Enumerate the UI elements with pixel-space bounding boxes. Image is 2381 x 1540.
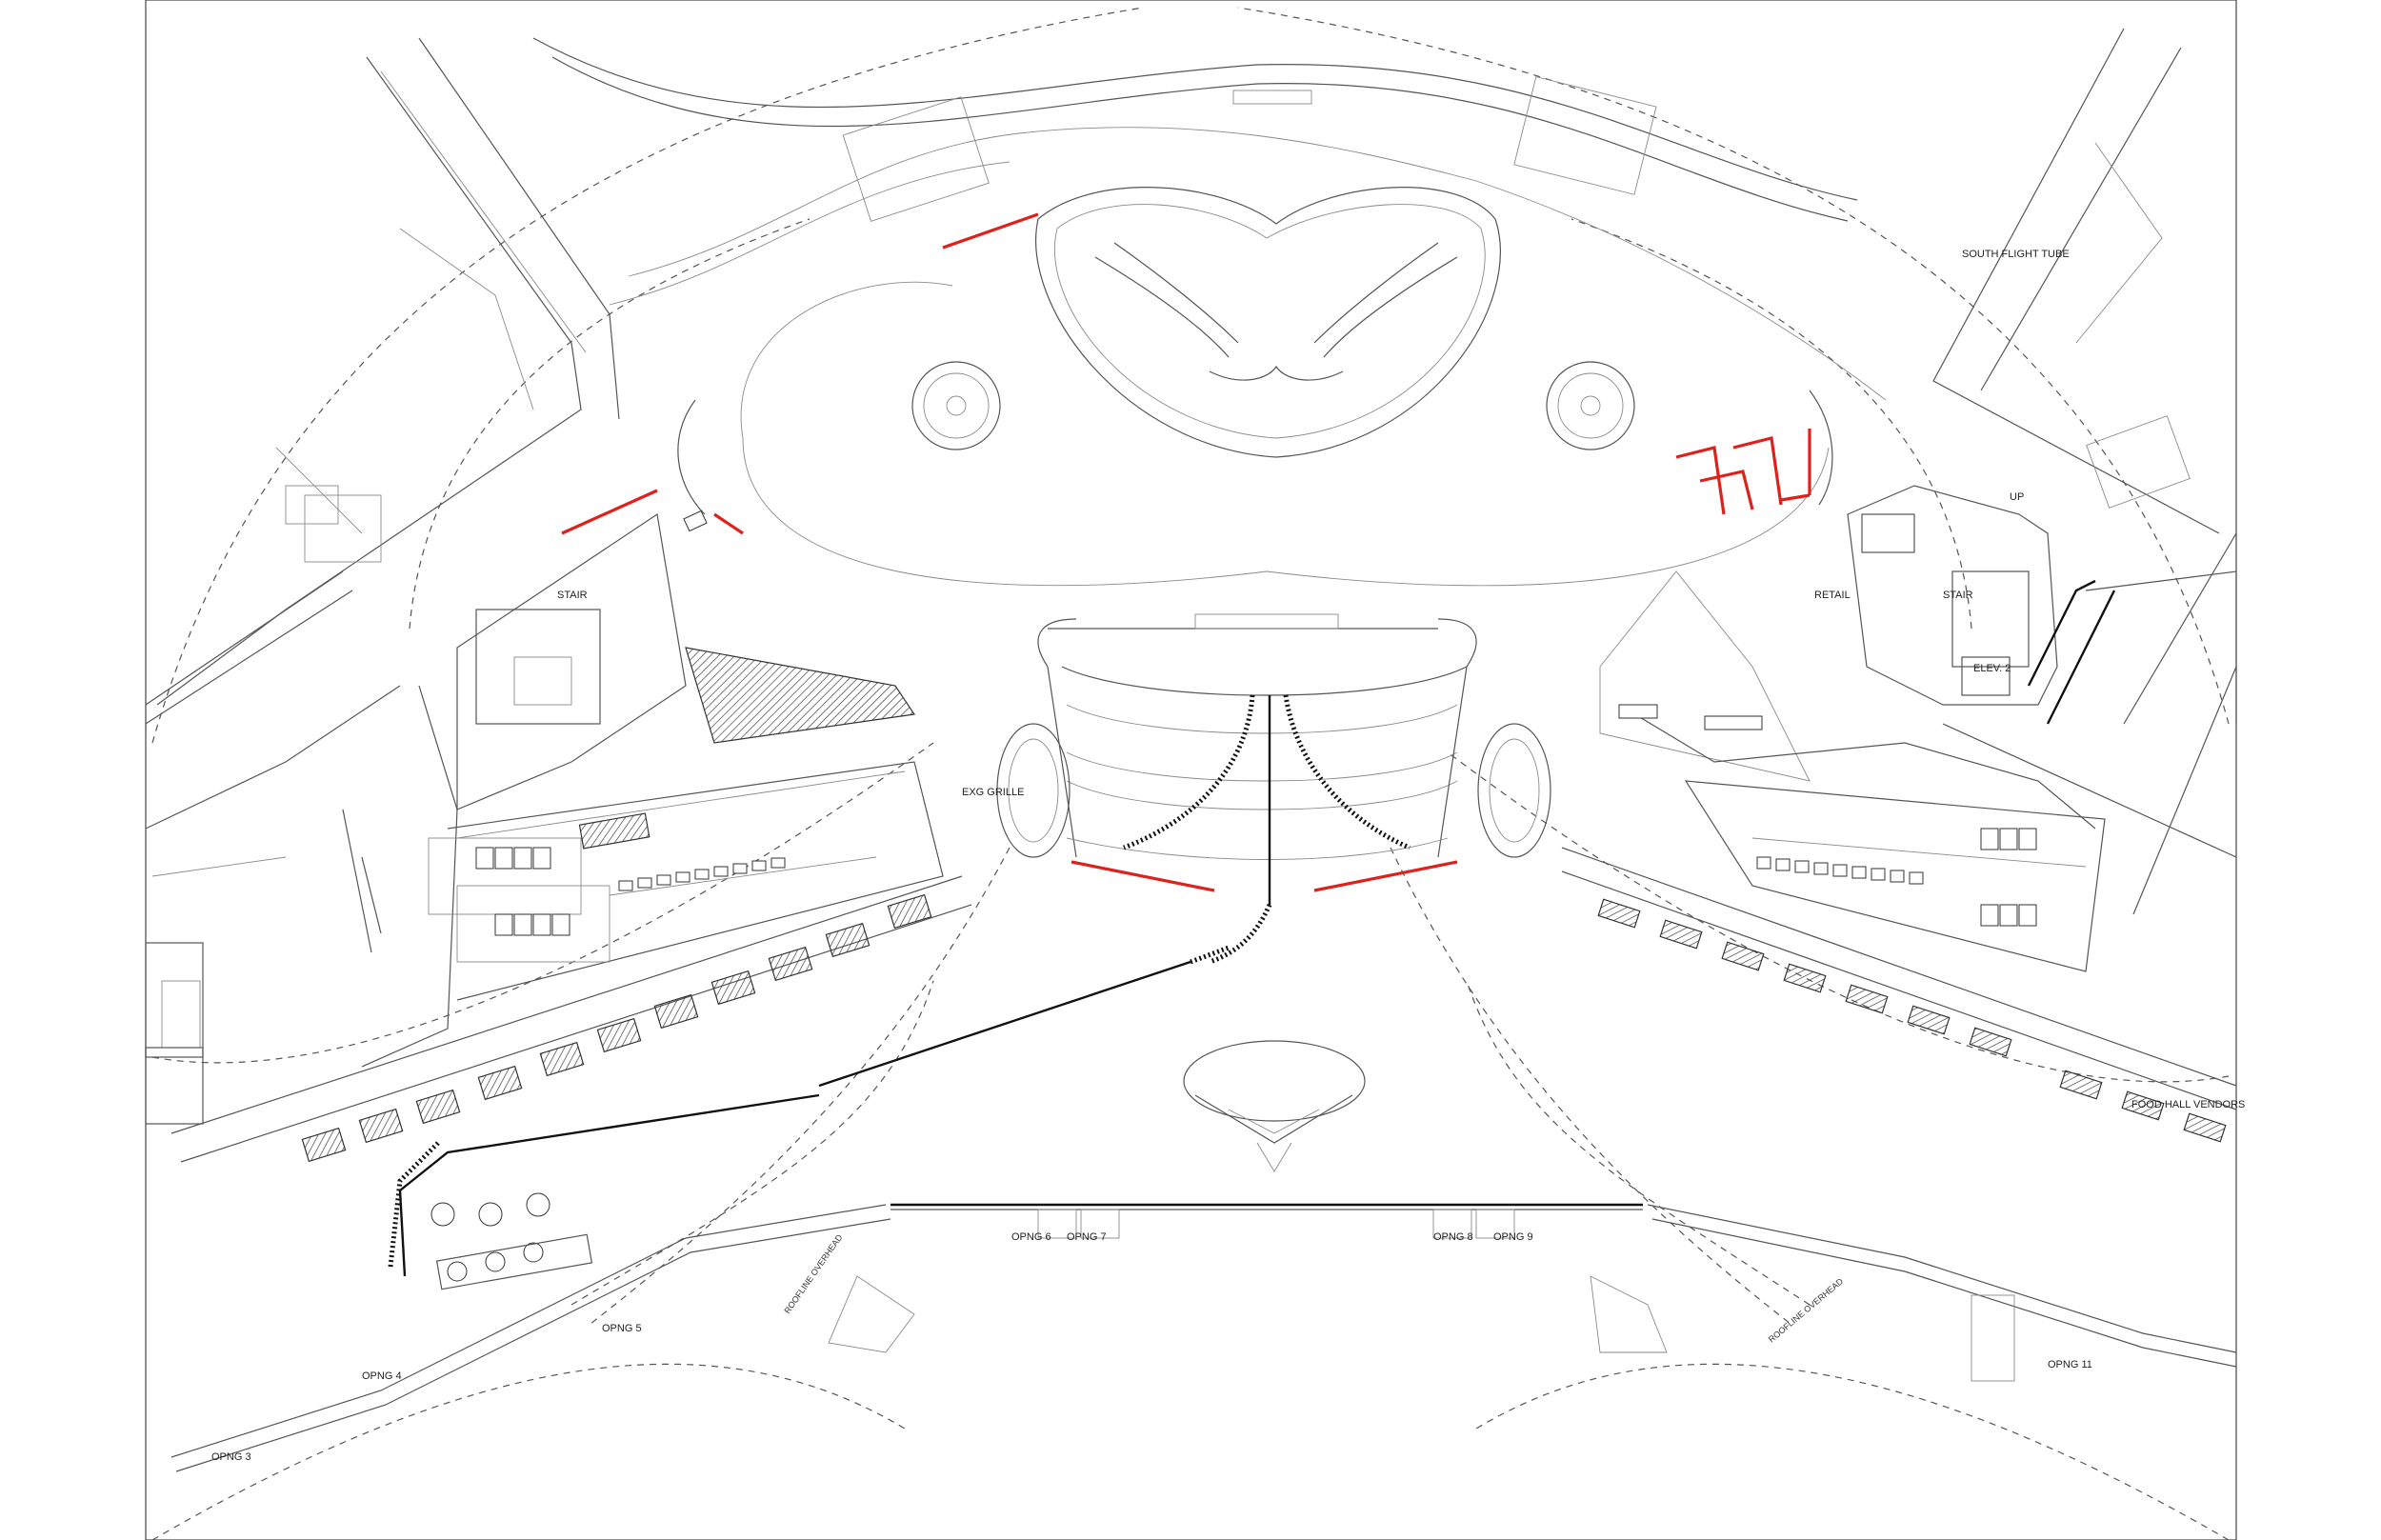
label-opng-5: OPNG 5 xyxy=(602,1323,642,1334)
label-opng-9: OPNG 9 xyxy=(1493,1231,1533,1243)
central-lower-kiosk xyxy=(1183,1040,1366,1172)
left-round-core xyxy=(911,361,1001,450)
right-food-hall xyxy=(1684,780,2106,972)
right-round-core xyxy=(1546,361,1635,450)
central-funnel-hall xyxy=(996,613,1551,965)
label-elev: ELEV. 2 xyxy=(1973,663,2011,674)
label-south-flight-tube: SOUTH FLIGHT TUBE xyxy=(1962,249,2070,260)
main-concourse-oval xyxy=(677,281,1833,587)
central-seating-island xyxy=(1035,187,1501,458)
upper-concourse-arc xyxy=(532,37,1887,401)
label-opng-3: OPNG 3 xyxy=(211,1451,251,1463)
label-opng-7: OPNG 7 xyxy=(1067,1231,1107,1243)
lower-facade xyxy=(170,1203,2237,1472)
label-retail: RETAIL xyxy=(1814,590,1851,601)
sheet-border xyxy=(145,0,2237,1540)
lower-left-cafe xyxy=(388,945,1230,1290)
label-opng-6: OPNG 6 xyxy=(1011,1231,1051,1243)
left-service-core xyxy=(145,510,944,1125)
label-stair-right: STAIR xyxy=(1943,590,1973,601)
left-restroom-fixtures xyxy=(475,847,877,936)
label-opng-8: OPNG 8 xyxy=(1433,1231,1473,1243)
left-flight-tube xyxy=(145,37,620,725)
right-vendor-kiosks xyxy=(1561,847,2237,1143)
label-opng-11: OPNG 11 xyxy=(2048,1359,2092,1370)
red-demolition-lines xyxy=(561,212,1811,892)
label-roofline-right: ROOFLINE OVERHEAD xyxy=(1767,1276,1846,1345)
label-exg-grille: EXG GRILLE xyxy=(962,787,1024,798)
label-stair-left: STAIR xyxy=(557,590,588,601)
label-roofline-left: ROOFLINE OVERHEAD xyxy=(782,1232,844,1315)
right-service-core xyxy=(1599,485,2237,858)
label-food-hall: FOOD HALL VENDORS xyxy=(2131,1099,2245,1110)
label-opng-4: OPNG 4 xyxy=(362,1370,402,1382)
left-hatched-columns xyxy=(170,875,972,1163)
roofline-dashed-curves xyxy=(151,7,2230,1540)
right-flight-tube xyxy=(1932,28,2237,915)
label-up: UP xyxy=(2010,491,2024,503)
